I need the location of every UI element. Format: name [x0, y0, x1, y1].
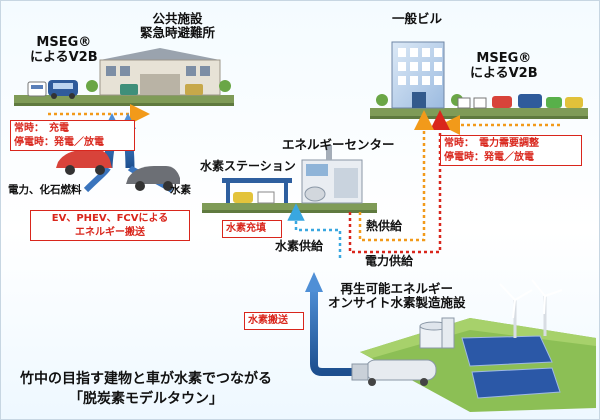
left-ground: [14, 95, 234, 106]
power-supply-label: 電力供給: [365, 254, 414, 268]
tanker-truck-icon: [351, 359, 437, 386]
public-facility-building-icon: [99, 48, 221, 96]
left-mode-box: 常時： 充電 停電時：発電／放電: [10, 120, 135, 151]
caption: 竹中の目指す建物と車が水素でつながる 「脱炭素モデルタウン」: [20, 371, 272, 407]
hydrogen-transport-arrow: [305, 272, 370, 376]
wind-turbine-icon: [499, 279, 563, 338]
center-ground: [202, 203, 377, 213]
hydrogen-transport-box: 水素搬送: [244, 312, 304, 330]
hydrogen-station-label: 水素ステーション: [200, 159, 296, 173]
power-supply-arrow: [348, 110, 450, 254]
hydrogen-label: 水素: [170, 184, 191, 196]
office-building-icon: [391, 41, 445, 109]
left-car-icon: [27, 80, 78, 99]
energy-center-label: エネルギーセンター: [282, 137, 395, 152]
right-ground: [370, 108, 588, 119]
hydrogen-plant-icon: [419, 317, 455, 349]
fuel-label: 電力、化石燃料: [8, 184, 82, 196]
renewable-facility-label: 再生可能エネルギー オンサイト水素製造施設: [328, 281, 466, 311]
ev-transport-box: EV、PHEV、FCVによる エネルギー搬送: [30, 210, 190, 241]
solar-panel-icon: [461, 335, 561, 399]
tree-icon: [86, 80, 231, 92]
heat-supply-label: 熱供給: [366, 219, 403, 233]
hydrogen-supply-label: 水素供給: [275, 239, 324, 253]
ev-car-icon: [56, 150, 112, 175]
heat-supply-arrow: [358, 110, 434, 242]
hydrogen-fill-box: 水素充填: [222, 220, 282, 238]
hydrogen-supply-arrow: [287, 203, 342, 258]
energy-center-icon: [301, 145, 363, 204]
right-mode-box: 常時： 電力需要調整 停電時：発電／放電: [440, 135, 582, 166]
fcv-car-icon: [126, 166, 180, 191]
hydrogen-station-icon: [222, 178, 292, 204]
office-building-label: 一般ビル: [392, 11, 443, 26]
mseg-left-label: MSEG® によるV2B: [30, 35, 98, 65]
right-car-icon: [457, 94, 583, 109]
public-facility-label: 公共施設 緊急時避難所: [140, 11, 216, 41]
mseg-right-label: MSEG® によるV2B: [470, 51, 538, 81]
